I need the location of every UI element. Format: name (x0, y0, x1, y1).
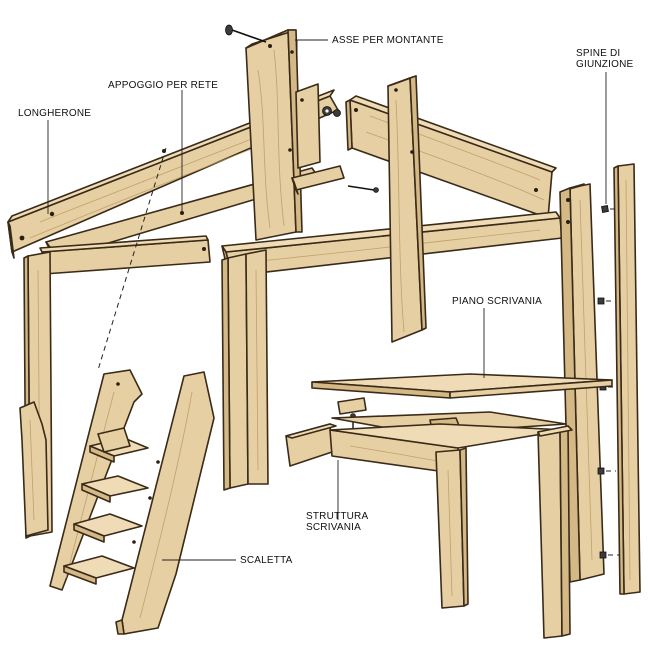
label-piano-scrivania: PIANO SCRIVANIA (452, 296, 542, 307)
scaletta (49, 369, 215, 635)
label-struttura: STRUTTURA (306, 511, 368, 522)
traversa-left (39, 235, 211, 275)
blocchetto-scrivania (337, 397, 367, 432)
label-longherone: LONGHERONE (18, 108, 91, 119)
struttura-scrivania-side (285, 423, 337, 467)
label-giunzione: GIUNZIONE (576, 59, 633, 70)
leader-lines (47, 39, 607, 561)
montante-right-front (221, 253, 249, 491)
guida-scaletta (97, 147, 167, 371)
montante-right-mid (245, 249, 269, 485)
vite-small-icon (347, 185, 379, 193)
label-scaletta: SCALETTA (240, 555, 293, 566)
montante-left-loose (19, 401, 49, 537)
bullone-icon (322, 106, 341, 117)
label-spine-di: SPINE DI (576, 48, 620, 59)
listello-center (291, 165, 345, 195)
vite-icon (225, 24, 267, 43)
label-asse-per-montante: ASSE PER MONTANTE (332, 35, 444, 46)
gamba-scrivania-front (435, 447, 469, 609)
montante-far-right (613, 163, 641, 595)
piano-scrivania (311, 373, 613, 399)
asse-per-montante-left (245, 29, 303, 241)
gamba-scrivania-right (537, 425, 573, 639)
asse-per-montante-right (387, 75, 427, 343)
label-scrivania: SCRIVANIA (306, 522, 361, 533)
longherone-right-back (345, 95, 557, 219)
label-appoggio-per-rete: APPOGGIO PER RETE (108, 80, 218, 91)
traversa-center-small (295, 83, 321, 169)
